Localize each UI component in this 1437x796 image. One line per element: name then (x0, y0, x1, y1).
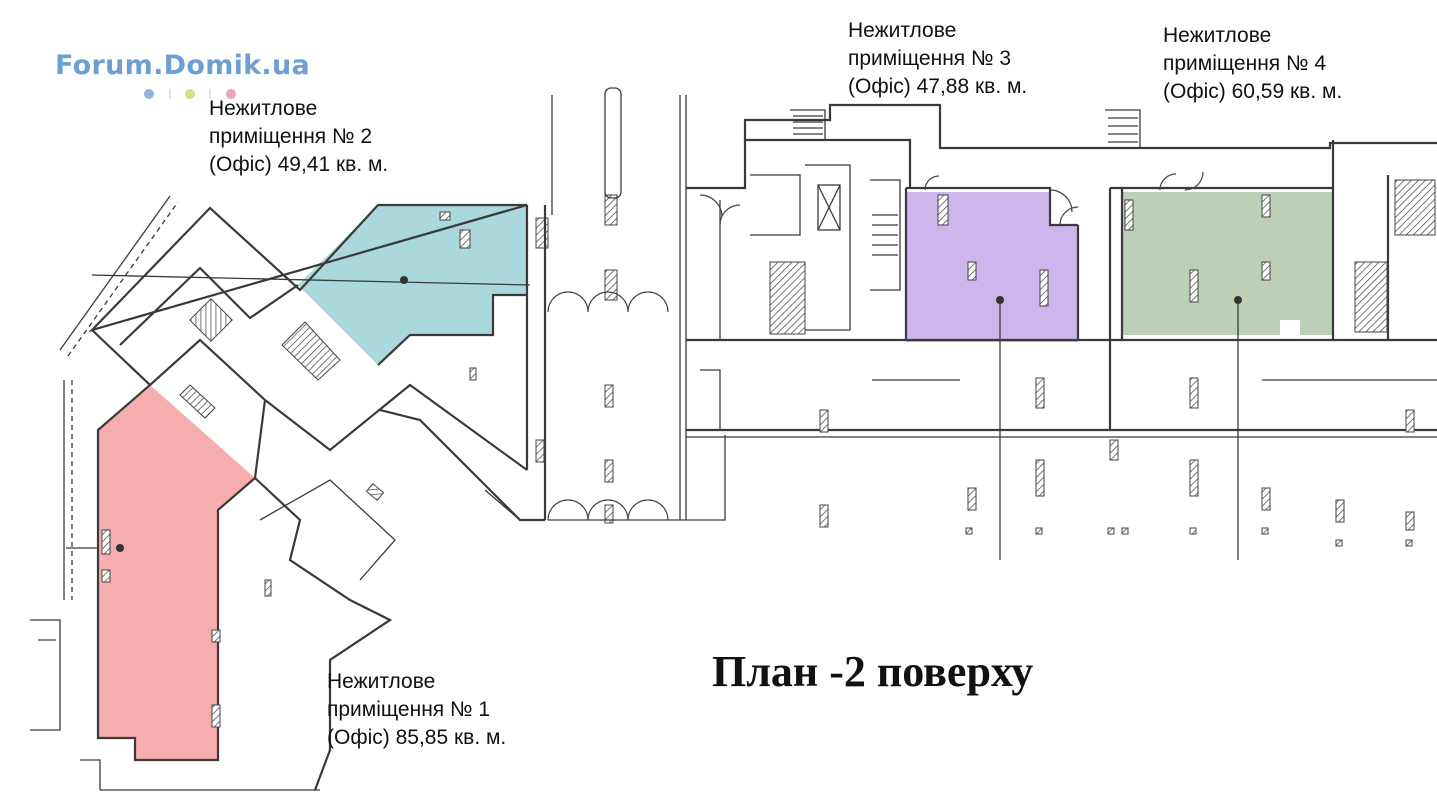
unit-1-area-text: (Офіс) 85,85 кв. м. (327, 726, 507, 749)
right-wing-walls (680, 103, 1437, 560)
unit-2-number: приміщення № 2 (209, 125, 373, 148)
unit-1-type: Нежитлове (327, 670, 436, 693)
unit-4-type: Нежитлове (1163, 24, 1272, 47)
left-wing-walls (30, 195, 545, 791)
unit-4-label: Нежитлове приміщення № 4 (Офіс) 60,59 кв… (1163, 22, 1342, 106)
forum-domik-logo: Forum.Domik.ua (55, 50, 311, 81)
logo-dots (144, 89, 236, 99)
unit-4-number: приміщення № 4 (1163, 52, 1327, 75)
unit-2-type: Нежитлове (209, 97, 318, 120)
central-corridor (525, 87, 687, 524)
unit-2-area (298, 205, 527, 365)
unit-4-area (1122, 192, 1333, 335)
plan-title: План -2 поверху (712, 647, 1034, 696)
unit-1-label: Нежитлове приміщення № 1 (Офіс) 85,85 кв… (327, 668, 506, 752)
unit-1-area (98, 385, 255, 760)
unit-3-area-text: (Офіс) 47,88 кв. м. (848, 75, 1028, 98)
unit-3-area (906, 192, 1078, 342)
unit-4-area-text: (Офіс) 60,59 кв. м. (1163, 80, 1343, 103)
unit-3-label: Нежитлове приміщення № 3 (Офіс) 47,88 кв… (848, 17, 1027, 101)
right-wing-hatch (469, 179, 1436, 547)
unit-3-type: Нежитлове (848, 19, 957, 42)
unit-1-number: приміщення № 1 (327, 698, 491, 721)
unit-3-number: приміщення № 3 (848, 47, 1012, 70)
unit-2-area-text: (Офіс) 49,41 кв. м. (209, 153, 389, 176)
unit-2-label: Нежитлове приміщення № 2 (Офіс) 49,41 кв… (209, 95, 388, 179)
unit-markers (116, 276, 1242, 552)
